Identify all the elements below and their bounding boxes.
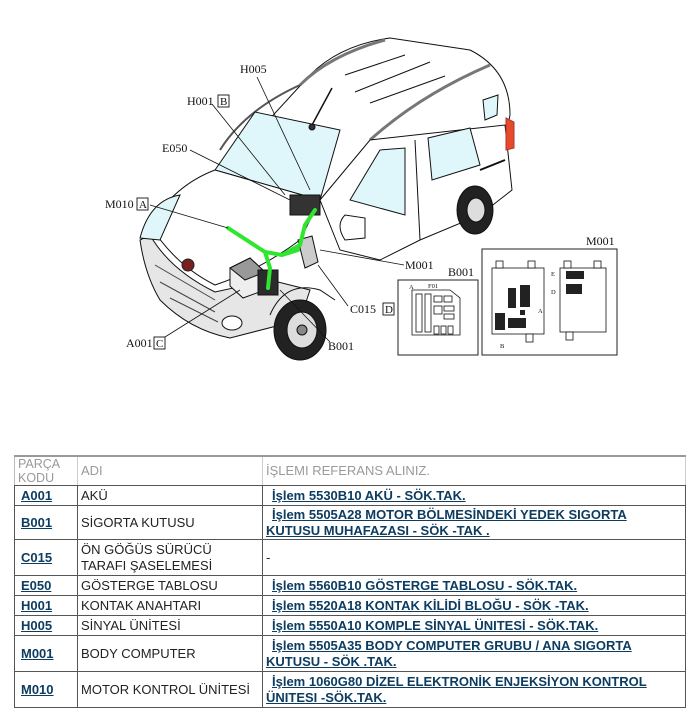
callout-m010: M010 [105,197,134,211]
callout-m010-tag: A [139,199,147,211]
table-row: M001 BODY COMPUTER İşlem 5505A35 BODY CO… [14,635,686,672]
m001-inset-label-a: A [538,308,543,315]
callout-a001-tag: C [156,338,163,350]
parts-table: PARÇA KODU ADI İŞLEMI REFERANS ALINIZ. A… [14,455,686,708]
callout-c015-tag-box [382,302,395,316]
callout-h001-tag: B [220,96,227,108]
operation-link[interactable]: İşlem 5505A28 MOTOR BÖLMESİNDEKİ YEDEK S… [266,506,627,538]
part-code-link-c015[interactable]: C015 [21,549,53,565]
header-part-code: PARÇA KODU [14,455,78,486]
part-name: BODY COMPUTER [77,635,263,672]
part-name: AKÜ [77,485,263,506]
part-code-link-a001[interactable]: A001 [21,487,53,503]
part-name: GÖSTERGE TABLOSU [77,575,263,596]
table-row: C015 ÖN GÖĞÜS SÜRÜCÜ TARAFI ŞASELEMESİ - [14,539,686,576]
part-name: MOTOR KONTROL ÜNİTESİ [77,671,263,708]
part-code-link-m010[interactable]: M010 [21,681,54,697]
callout-a001: A001 [126,336,153,350]
callout-h005: H005 [240,62,267,76]
van-illustration [139,37,515,361]
table-row: M010 MOTOR KONTROL ÜNİTESİ İşlem 1060G80… [14,671,686,708]
b001-inset-label-f01: F01 [428,283,438,290]
header-part-code-line2: KODU [18,471,55,485]
part-code-link-h001[interactable]: H001 [21,597,53,613]
callout-m010-tag-box [136,197,149,211]
b001-inset-label-a: A [409,284,414,291]
operation-link[interactable]: İşlem 5530B10 AKÜ - SÖK.TAK. [272,487,466,503]
table-row: A001 AKÜ İşlem 5530B10 AKÜ - SÖK.TAK. [14,485,686,506]
operation-link[interactable]: İşlem 5560B10 GÖSTERGE TABLOSU - SÖK.TAK… [272,577,578,593]
callout-m001: M001 [405,258,434,272]
b001-inset: B001 A F01 [397,265,479,356]
operation-empty: - [262,539,686,576]
table-row: E050 GÖSTERGE TABLOSU İşlem 5560B10 GÖST… [14,575,686,596]
vehicle-wiring-diagram: H005 H001 B E050 M010 A A001 C C015 D B0… [105,37,618,361]
callout-e050: E050 [162,141,187,155]
callout-a001-tag-box [153,336,166,350]
callout-h001: H001 [187,94,214,108]
part-name: KONTAK ANAHTARI [77,595,263,616]
table-header-row: PARÇA KODU ADI İŞLEMI REFERANS ALINIZ. [14,455,686,486]
operation-link[interactable]: İşlem 1060G80 DİZEL ELEKTRONİK ENJEKSİYO… [266,673,647,705]
operation-link[interactable]: İşlem 5520A18 KONTAK KİLİDİ BLOĞU - SÖK … [272,597,589,613]
header-part-code-line1: PARÇA [18,457,61,471]
operation-link[interactable]: İşlem 5505A35 BODY COMPUTER GRUBU / ANA … [266,637,632,669]
table-row: H005 SİNYAL ÜNİTESİ İşlem 5550A10 KOMPLE… [14,615,686,636]
leader-lines [149,76,405,343]
callout-h001-tag-box [217,94,230,108]
header-name: ADI [77,455,263,486]
table-row: B001 SİGORTA KUTUSU İşlem 5505A28 MOTOR … [14,505,686,540]
callout-c015: C015 [350,302,376,316]
m001-inset-title: M001 [586,234,615,248]
table-row: H001 KONTAK ANAHTARI İşlem 5520A18 KONTA… [14,595,686,616]
part-name: SİNYAL ÜNİTESİ [77,615,263,636]
part-code-link-b001[interactable]: B001 [21,514,53,530]
b001-inset-title: B001 [448,265,474,279]
part-code-link-m001[interactable]: M001 [21,645,54,661]
part-name: SİGORTA KUTUSU [77,505,263,540]
callout-c015-tag: D [385,304,393,316]
part-code-link-h005[interactable]: H005 [21,617,53,633]
wiring-harness [226,208,317,290]
part-name: ÖN GÖĞÜS SÜRÜCÜ TARAFI ŞASELEMESİ [77,539,263,576]
m001-inset-label-d: D [551,289,556,296]
m001-inset-label-b: B [500,343,505,350]
operation-link[interactable]: İşlem 5550A10 KOMPLE SİNYAL ÜNITESİ - SÖ… [272,617,599,633]
m001-inset-label-e: E [551,271,555,278]
header-operation: İŞLEMI REFERANS ALINIZ. [262,455,686,486]
m001-inset: M001 A B D E [481,234,618,356]
callout-b001: B001 [328,339,354,353]
part-code-link-e050[interactable]: E050 [21,577,52,593]
